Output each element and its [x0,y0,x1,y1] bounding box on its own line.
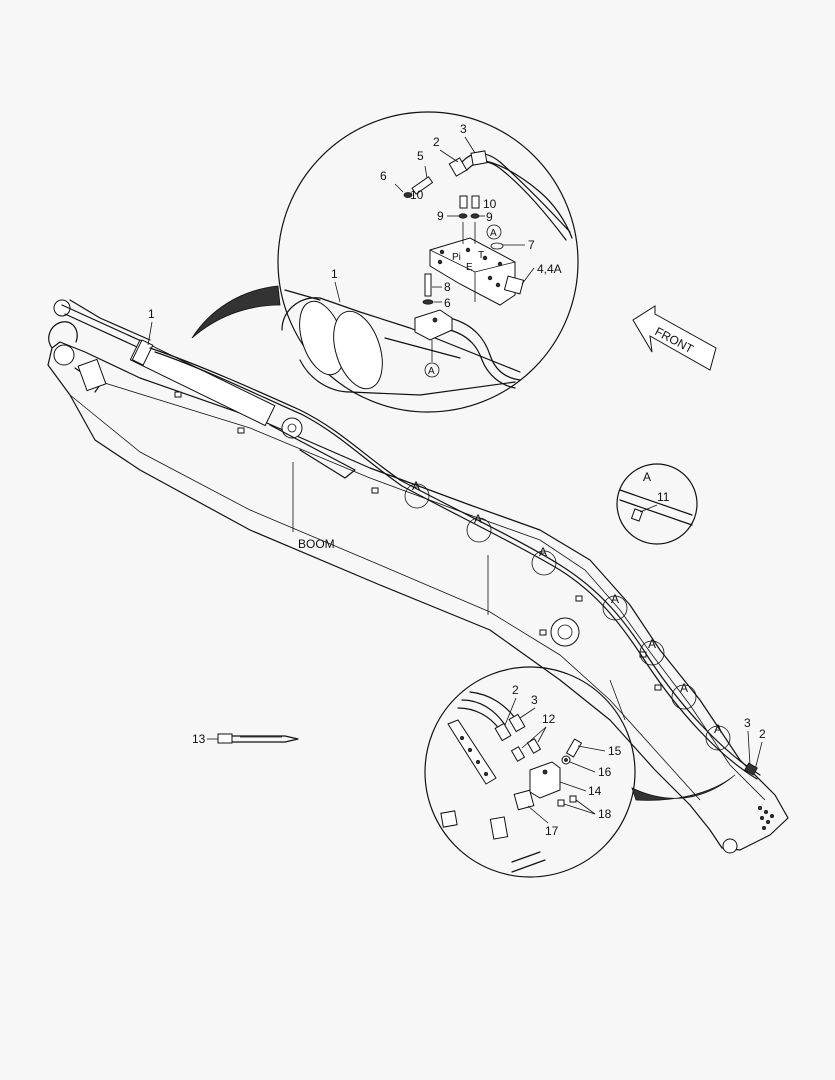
part-3-label: 3 [460,122,467,136]
clamp-ref-a: A [474,512,482,526]
part-16-label: 16 [598,765,612,779]
port-e-label: E [466,262,473,273]
part-2-label: 2 [433,135,440,149]
clamp-ref-a: A [680,681,688,695]
clamp-ref-a: A [412,479,420,493]
detail-valve-circle: Pi T E A A 1 2 [191,111,579,413]
clamp-ref-a: A [648,637,656,651]
part-3-tip-label: 3 [744,716,751,730]
hose-lines [149,347,761,780]
part-5-label: 5 [417,149,424,163]
part-13-label: 13 [192,732,206,746]
part-8-label: 8 [444,280,451,294]
front-direction-arrow: FRONT [632,305,717,371]
boom-end-bolts [758,806,775,831]
part-7-label: 7 [528,238,535,252]
part-10-label: 10 [410,188,424,202]
part-9-label: 9 [486,210,493,224]
port-pi-label: Pi [452,252,461,263]
clamp-ref-a: A [539,545,547,559]
clamp-ref-a: A [714,722,722,736]
part-15-label: 15 [608,744,622,758]
part-4-label: 4,4A [537,262,562,276]
part-18-label: 18 [598,807,612,821]
part-2-tip-label: 2 [759,727,766,741]
ref-a-bottom-label: A [428,366,435,377]
part-6-label: 6 [444,296,451,310]
part-1-detail-label: 1 [331,267,338,281]
part-17-label: 17 [545,824,559,838]
part-9-label: 9 [437,209,444,223]
boom-label: BOOM [298,537,335,551]
ref-a-top-label: A [490,228,497,239]
clamp-ref-a: A [611,592,619,606]
boom-structure [47,299,789,854]
detail-bracket-circle: 2 3 12 15 16 14 18 17 [424,666,736,878]
part-12-label: 12 [542,712,556,726]
part-6-label: 6 [380,169,387,183]
part-11-label: 11 [657,490,670,504]
part-14-label: 14 [588,784,602,798]
detail-a-circle: A 11 [616,463,698,545]
port-t-label: T [478,250,484,261]
part-2-bottom-label: 2 [512,683,519,697]
detail-a-label: A [643,470,651,484]
part-1-label: 1 [148,307,155,321]
part-13-cable-tie: 13 [192,732,299,746]
clamp-markers: A A A A A A A [404,479,731,751]
part-3-bottom-label: 3 [531,693,538,707]
part-10-label: 10 [483,197,497,211]
